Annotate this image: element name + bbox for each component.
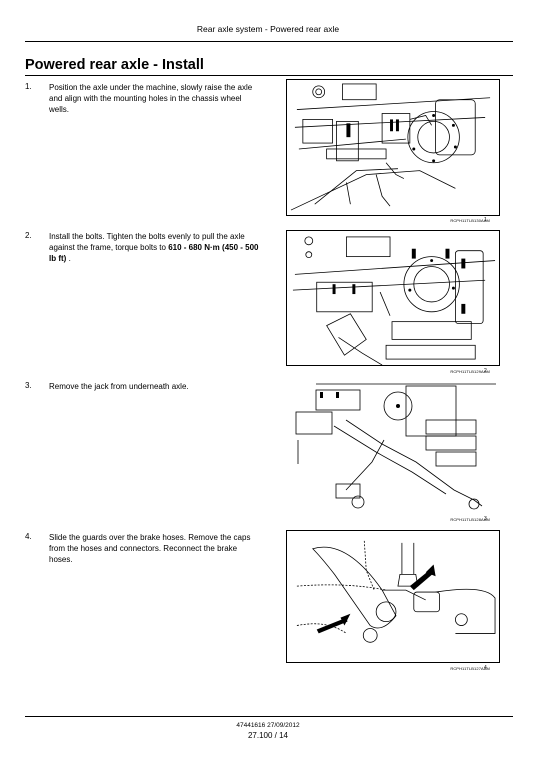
- header-divider: [25, 41, 513, 42]
- footer-page-number: 27.100 / 14: [247, 731, 289, 740]
- step-2-text-before: Install the bolts. Tighten the bolts eve…: [49, 232, 245, 252]
- figure-2-code: RCPH11TLB129AAM: [450, 369, 490, 374]
- step-4-text: Slide the guards over the brake hoses. R…: [49, 533, 251, 564]
- step-3-number: 3.: [25, 381, 32, 390]
- step-1-number: 1.: [25, 82, 32, 91]
- figure-3-code: RCPH11TLB128AAM: [450, 517, 490, 522]
- title-divider: [25, 75, 513, 76]
- figure-1-number: 1: [484, 217, 487, 223]
- step-1-text: Position the axle under the machine, slo…: [49, 83, 253, 114]
- footer-divider: [25, 716, 513, 717]
- running-header: Rear axle system - Powered rear axle: [196, 24, 340, 34]
- step-2-text: Install the bolts. Tighten the bolts eve…: [49, 231, 261, 264]
- torque-value-nm: 610 - 680 N·m: [168, 243, 220, 252]
- step-3-text: Remove the jack from underneath axle.: [49, 382, 189, 391]
- axle-alignment-illustration: [290, 83, 491, 211]
- figure-4-number: 4: [484, 665, 487, 671]
- step-2-text-after: .: [68, 254, 71, 263]
- page-title: Powered rear axle - Install: [25, 57, 204, 73]
- bolt-installation-illustration: [292, 236, 496, 365]
- figure-3-number: 3: [484, 516, 487, 522]
- figure-1-axle-alignment: [286, 79, 500, 216]
- figure-2-number: 2: [484, 368, 487, 374]
- footer-doc-reference: 47441616 27/09/2012: [236, 722, 300, 729]
- step-4-number: 4.: [25, 532, 32, 541]
- jack-removal-illustration: [295, 383, 496, 510]
- step-2-number: 2.: [25, 231, 32, 240]
- figure-1-code: RCPH11TLB130AAM: [450, 218, 490, 223]
- figure-3-jack-removal: [286, 380, 500, 514]
- figure-4-code: RCPH11TLB127AAM: [450, 666, 490, 671]
- brake-hoses-illustration: [296, 540, 496, 643]
- torque-value-lbft: (450 - 500 lb ft): [49, 243, 259, 263]
- figure-2-bolt-installation: [286, 230, 500, 366]
- figure-4-brake-hoses: [286, 530, 500, 663]
